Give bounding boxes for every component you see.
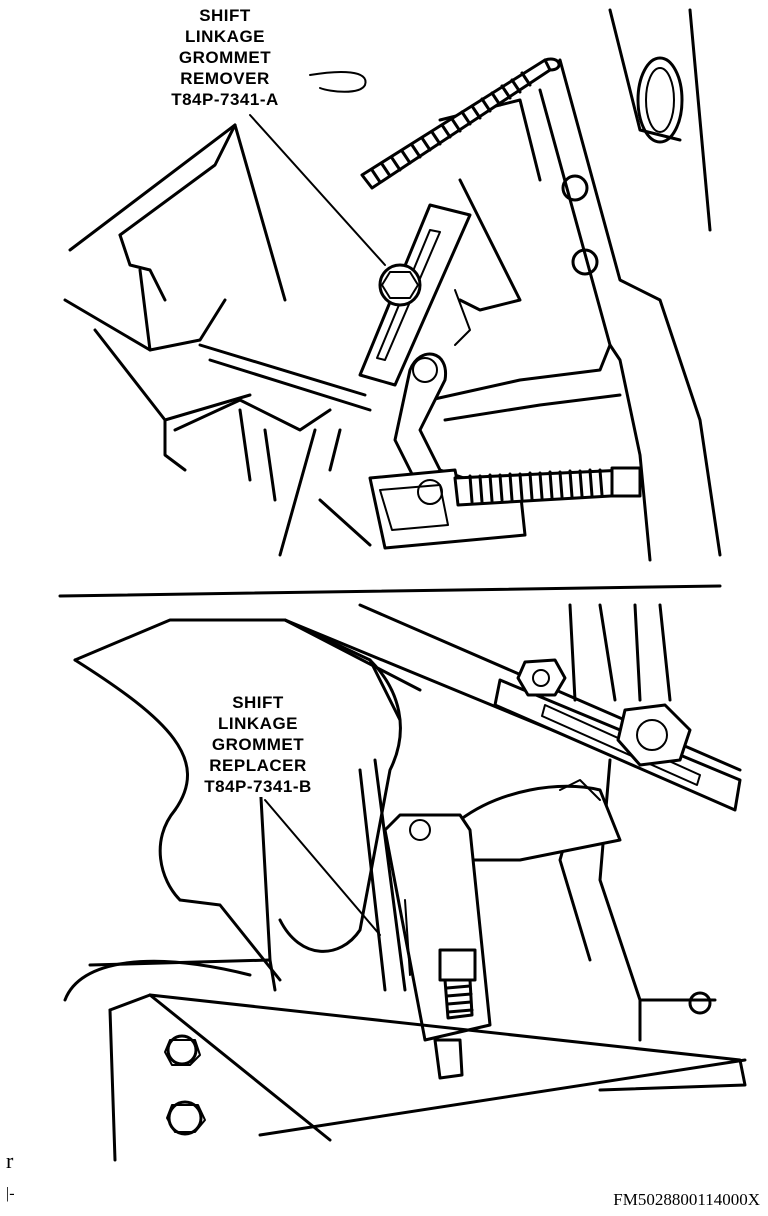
panel-divider [58, 584, 722, 598]
bottom-callout-line: GROMMET [211, 735, 305, 754]
bottom-callout-line: LINKAGE [218, 714, 298, 733]
shift-lever [458, 784, 622, 862]
replacer-tool [383, 813, 492, 1080]
bottom-callout-line: SHIFT [232, 693, 284, 712]
housing-outline [538, 88, 652, 562]
body-outline [178, 898, 282, 982]
housing-bolt [688, 991, 712, 1015]
rod-outline [198, 343, 367, 397]
frame-outline [163, 418, 187, 472]
frame-outline [138, 268, 227, 352]
frame-outline [118, 123, 237, 237]
rod-outline [238, 408, 252, 482]
housing-outline [598, 758, 717, 1002]
top-panel-illustration [58, 8, 722, 598]
bottom-callout-line: T84P-7341-B [204, 777, 312, 796]
housing-bolt [561, 174, 589, 202]
vertical-rod [633, 603, 642, 702]
frame-rail [108, 993, 747, 1162]
bottom-callout-line: REPLACER [209, 756, 307, 775]
housing-outline [443, 393, 622, 422]
bottom-callout-label: SHIFT LINKAGE GROMMET REPLACER T84P-7341… [198, 692, 318, 797]
top-callout-line: LINKAGE [185, 27, 265, 46]
housing-outline [608, 8, 682, 142]
rod-outline [318, 498, 372, 547]
frame-outline [173, 398, 332, 432]
frame-outline [63, 298, 152, 352]
shift-lever [559, 779, 601, 801]
body-outline [258, 778, 272, 962]
top-callout-line: T84P-7341-A [171, 90, 279, 109]
link-nut [616, 703, 692, 767]
edge-fragment: r [6, 1148, 14, 1173]
housing-outline [688, 8, 712, 232]
link-bolt [378, 263, 422, 307]
housing-hole [645, 67, 675, 133]
top-callout-line: GROMMET [178, 48, 272, 67]
body-outline [278, 658, 402, 953]
remover-threaded-rod [360, 57, 561, 190]
vertical-rod [568, 603, 577, 702]
bottom-callout-leader [264, 799, 381, 936]
body-outline [358, 768, 387, 992]
vertical-rod [658, 603, 672, 702]
housing-outline [428, 343, 612, 402]
small-nut [516, 658, 567, 697]
rod-outline [278, 428, 317, 557]
rod-outline [208, 358, 372, 412]
body-outline [158, 808, 182, 902]
body-outline [73, 658, 189, 812]
rod-outline [328, 428, 342, 472]
rotation-arrow [309, 71, 367, 93]
top-callout-line: SHIFT [199, 6, 251, 25]
housing-bolt [571, 248, 599, 276]
body-outline [63, 959, 252, 1002]
vertical-rod [598, 603, 617, 702]
housing-outline [458, 178, 522, 312]
housing-hole [636, 56, 684, 144]
figure-code: FM5028800114000X [613, 1190, 760, 1209]
frame-outline [118, 233, 167, 302]
rod-outline [263, 428, 277, 502]
housing-outline [558, 58, 722, 557]
remover-forcing-screw [453, 466, 642, 507]
edge-fragment: |- [6, 1185, 15, 1202]
top-callout-leader [249, 114, 386, 266]
body-outline [373, 758, 407, 992]
body-outline [73, 618, 422, 692]
top-callout-label: SHIFT LINKAGE GROMMET REMOVER T84P-7341-… [170, 5, 280, 110]
top-callout-line: REMOVER [180, 69, 270, 88]
